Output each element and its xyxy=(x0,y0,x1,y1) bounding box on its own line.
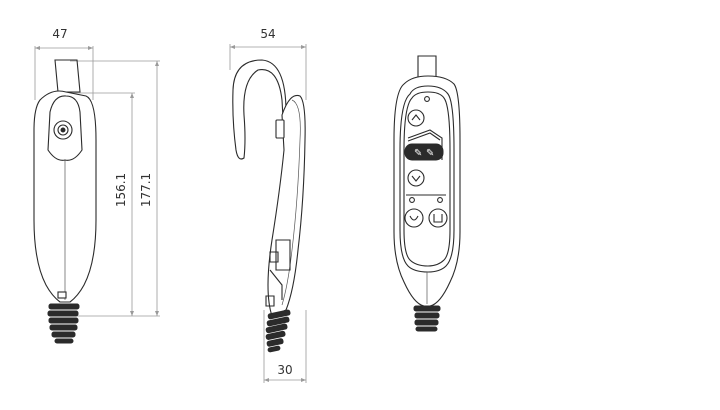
side-bottom-label: 30 xyxy=(277,363,292,377)
side-bottom-dimension: 30 xyxy=(263,310,307,383)
bed-down-right-icon: ✎ xyxy=(426,148,434,159)
front-width-dimension: 47 xyxy=(34,27,94,100)
remote-hook-stub xyxy=(417,55,437,79)
overall-height-dimension: 177.1 xyxy=(139,61,159,316)
side-width-dimension: 54 xyxy=(229,27,307,100)
side-hook xyxy=(232,59,287,160)
inner-height-label: 156.1 xyxy=(114,173,128,207)
front-cable-relief xyxy=(47,303,80,344)
status-led xyxy=(424,96,430,102)
front-port xyxy=(57,291,67,299)
up-button[interactable] xyxy=(407,109,425,127)
side-width-label: 54 xyxy=(260,27,275,41)
inner-height-dimension: 156.1 xyxy=(114,93,134,316)
side-body-outline xyxy=(267,94,306,317)
side-view: 54 30 xyxy=(229,27,307,383)
left-button[interactable] xyxy=(404,208,424,228)
tilt-buttons[interactable]: ✎ ✎ xyxy=(404,143,444,161)
chevron-down-icon xyxy=(411,175,421,182)
right-button[interactable] xyxy=(428,208,448,228)
front-width-label: 47 xyxy=(52,27,67,41)
down-button[interactable] xyxy=(407,169,425,187)
bed-down-left-icon: ✎ xyxy=(414,148,422,159)
overall-height-label: 177.1 xyxy=(139,173,153,207)
front-view: 47 156.1 177.1 xyxy=(33,27,160,344)
side-connector-detail xyxy=(265,239,291,307)
side-cable-relief xyxy=(265,309,291,353)
bed-base-icon xyxy=(406,194,446,203)
chevron-up-icon xyxy=(411,114,421,121)
remote-cable-relief xyxy=(413,305,441,332)
front-button-view: ✎ ✎ xyxy=(393,55,461,332)
